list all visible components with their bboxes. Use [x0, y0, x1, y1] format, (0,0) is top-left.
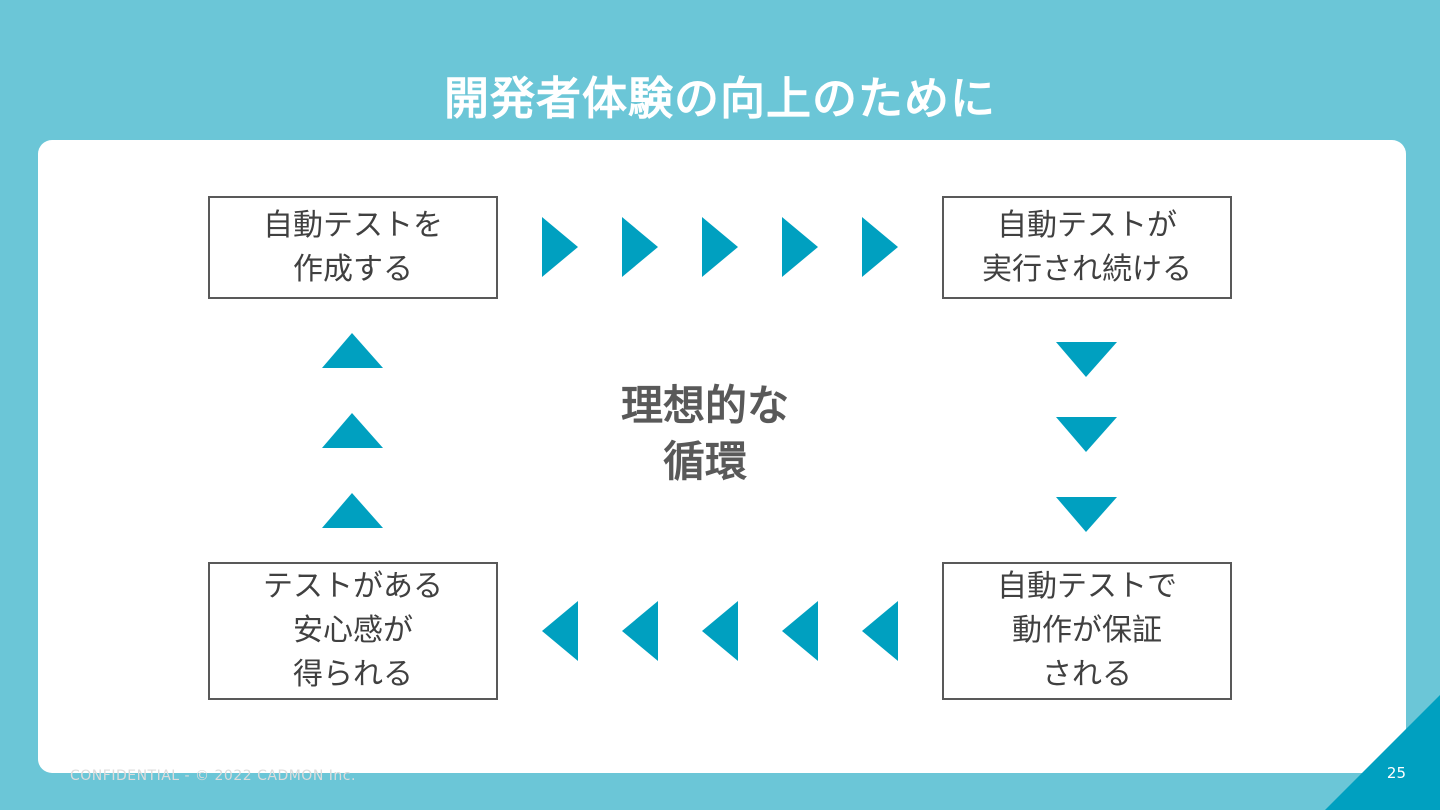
slide-title: 開発者体験の向上のために [443, 72, 996, 125]
arrow-right-icon [622, 217, 658, 277]
page-number: 25 [1386, 764, 1406, 782]
step-tests-keep-running: 自動テストが 実行され続ける [942, 196, 1232, 299]
arrow-down-icon [1056, 342, 1117, 377]
arrow-left-icon [542, 601, 578, 661]
arrow-right-icon [702, 217, 738, 277]
arrow-up-icon [322, 413, 383, 448]
step-create-tests: 自動テストを 作成する [208, 196, 498, 299]
step-peace-of-mind-label: テストがある 安心感が 得られる [263, 569, 443, 692]
arrow-right-icon [862, 217, 898, 277]
arrow-up-icon [322, 493, 383, 528]
cycle-center-label: 理想的な 循環 [620, 381, 789, 486]
step-behavior-guaranteed-label: 自動テストで 動作が保証 される [997, 569, 1177, 692]
arrow-up-icon [322, 333, 383, 368]
arrow-left-icon [862, 601, 898, 661]
arrow-down-icon [1056, 497, 1117, 532]
arrow-left-icon [702, 601, 738, 661]
arrow-right-icon [542, 217, 578, 277]
step-create-tests-label: 自動テストを 作成する [263, 207, 443, 287]
corner-accent [1325, 695, 1440, 810]
confidential-notice: CONFIDENTIAL - © 2022 CADMON Inc. [70, 768, 356, 784]
step-peace-of-mind: テストがある 安心感が 得られる [208, 562, 498, 700]
arrow-down-icon [1056, 417, 1117, 452]
step-behavior-guaranteed: 自動テストで 動作が保証 される [942, 562, 1232, 700]
step-tests-keep-running-label: 自動テストが 実行され続ける [982, 207, 1192, 287]
arrow-left-icon [622, 601, 658, 661]
arrow-right-icon [782, 217, 818, 277]
arrow-left-icon [782, 601, 818, 661]
